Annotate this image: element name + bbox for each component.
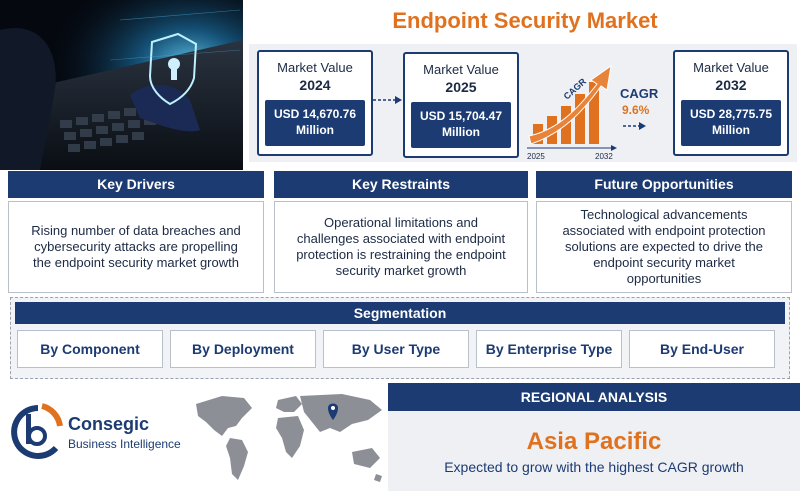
segmentation-section: Segmentation By Component By Deployment … <box>10 297 790 379</box>
cagr-label: CAGR <box>620 86 659 101</box>
market-value-year: 2025 <box>445 79 477 95</box>
market-value-year: 2032 <box>715 77 747 93</box>
market-value-amount: USD 14,670.76 Million <box>265 100 365 146</box>
world-map-icon <box>196 394 382 482</box>
segmentation-heading: Segmentation <box>15 302 785 324</box>
key-drivers-text: Rising number of data breaches and cyber… <box>8 201 264 293</box>
segment-by-enterprise-type[interactable]: By Enterprise Type <box>476 330 622 368</box>
market-value-amount: USD 28,775.75 Million <box>681 100 781 146</box>
key-restraints-heading: Key Restraints <box>274 171 528 198</box>
market-value-label: Market Value <box>277 60 353 75</box>
market-value-amount: USD 15,704.47 Million <box>411 102 511 148</box>
key-drivers-heading: Key Drivers <box>8 171 264 198</box>
consegic-logo: Consegic Business Intelligence <box>6 400 191 466</box>
market-value-card-2032: Market Value 2032 USD 28,775.75 Million <box>673 50 789 156</box>
segment-by-component[interactable]: By Component <box>17 330 163 368</box>
market-value-strip: Market Value 2024 USD 14,670.76 Million … <box>249 44 797 162</box>
logo-name: Consegic <box>68 414 150 434</box>
market-value-card-2025: Market Value 2025 USD 15,704.47 Million <box>403 52 519 158</box>
key-restraints-text: Operational limitations and challenges a… <box>274 201 528 293</box>
market-value-year: 2024 <box>299 77 331 93</box>
regional-analysis-heading: REGIONAL ANALYSIS <box>388 383 800 411</box>
market-value-label: Market Value <box>423 62 499 77</box>
key-drivers-box: Key Drivers Rising number of data breach… <box>8 171 264 295</box>
region-name: Asia Pacific <box>526 428 662 455</box>
cagr-start-year: 2025 <box>527 152 545 160</box>
future-opportunities-heading: Future Opportunities <box>536 171 792 198</box>
future-opportunities-text: Technological advancements associated wi… <box>536 201 792 293</box>
logo-mark-icon <box>11 403 63 459</box>
segment-by-end-user[interactable]: By End-User <box>629 330 775 368</box>
market-value-card-2024: Market Value 2024 USD 14,670.76 Million <box>257 50 373 156</box>
key-restraints-box: Key Restraints Operational limitations a… <box>274 171 528 295</box>
dashed-arrow-icon <box>373 96 402 104</box>
cagr-end-year: 2032 <box>595 152 613 160</box>
segment-by-deployment[interactable]: By Deployment <box>170 330 316 368</box>
logo-subtitle: Business Intelligence <box>68 437 181 451</box>
cagr-growth-icon: CAGR 2025 2032 CAGR 9.6% <box>527 64 659 160</box>
page-title: Endpoint Security Market <box>392 8 658 33</box>
segment-by-user-type[interactable]: By User Type <box>323 330 469 368</box>
location-pin-icon <box>328 403 338 420</box>
region-description: Expected to grow with the highest CAGR g… <box>444 459 744 475</box>
hero-photo <box>0 0 243 170</box>
future-opportunities-box: Future Opportunities Technological advan… <box>536 171 792 295</box>
cagr-value: 9.6% <box>622 103 650 117</box>
regional-analysis-panel: REGIONAL ANALYSIS Asia Pacific Expected … <box>388 383 800 491</box>
market-value-label: Market Value <box>693 60 769 75</box>
